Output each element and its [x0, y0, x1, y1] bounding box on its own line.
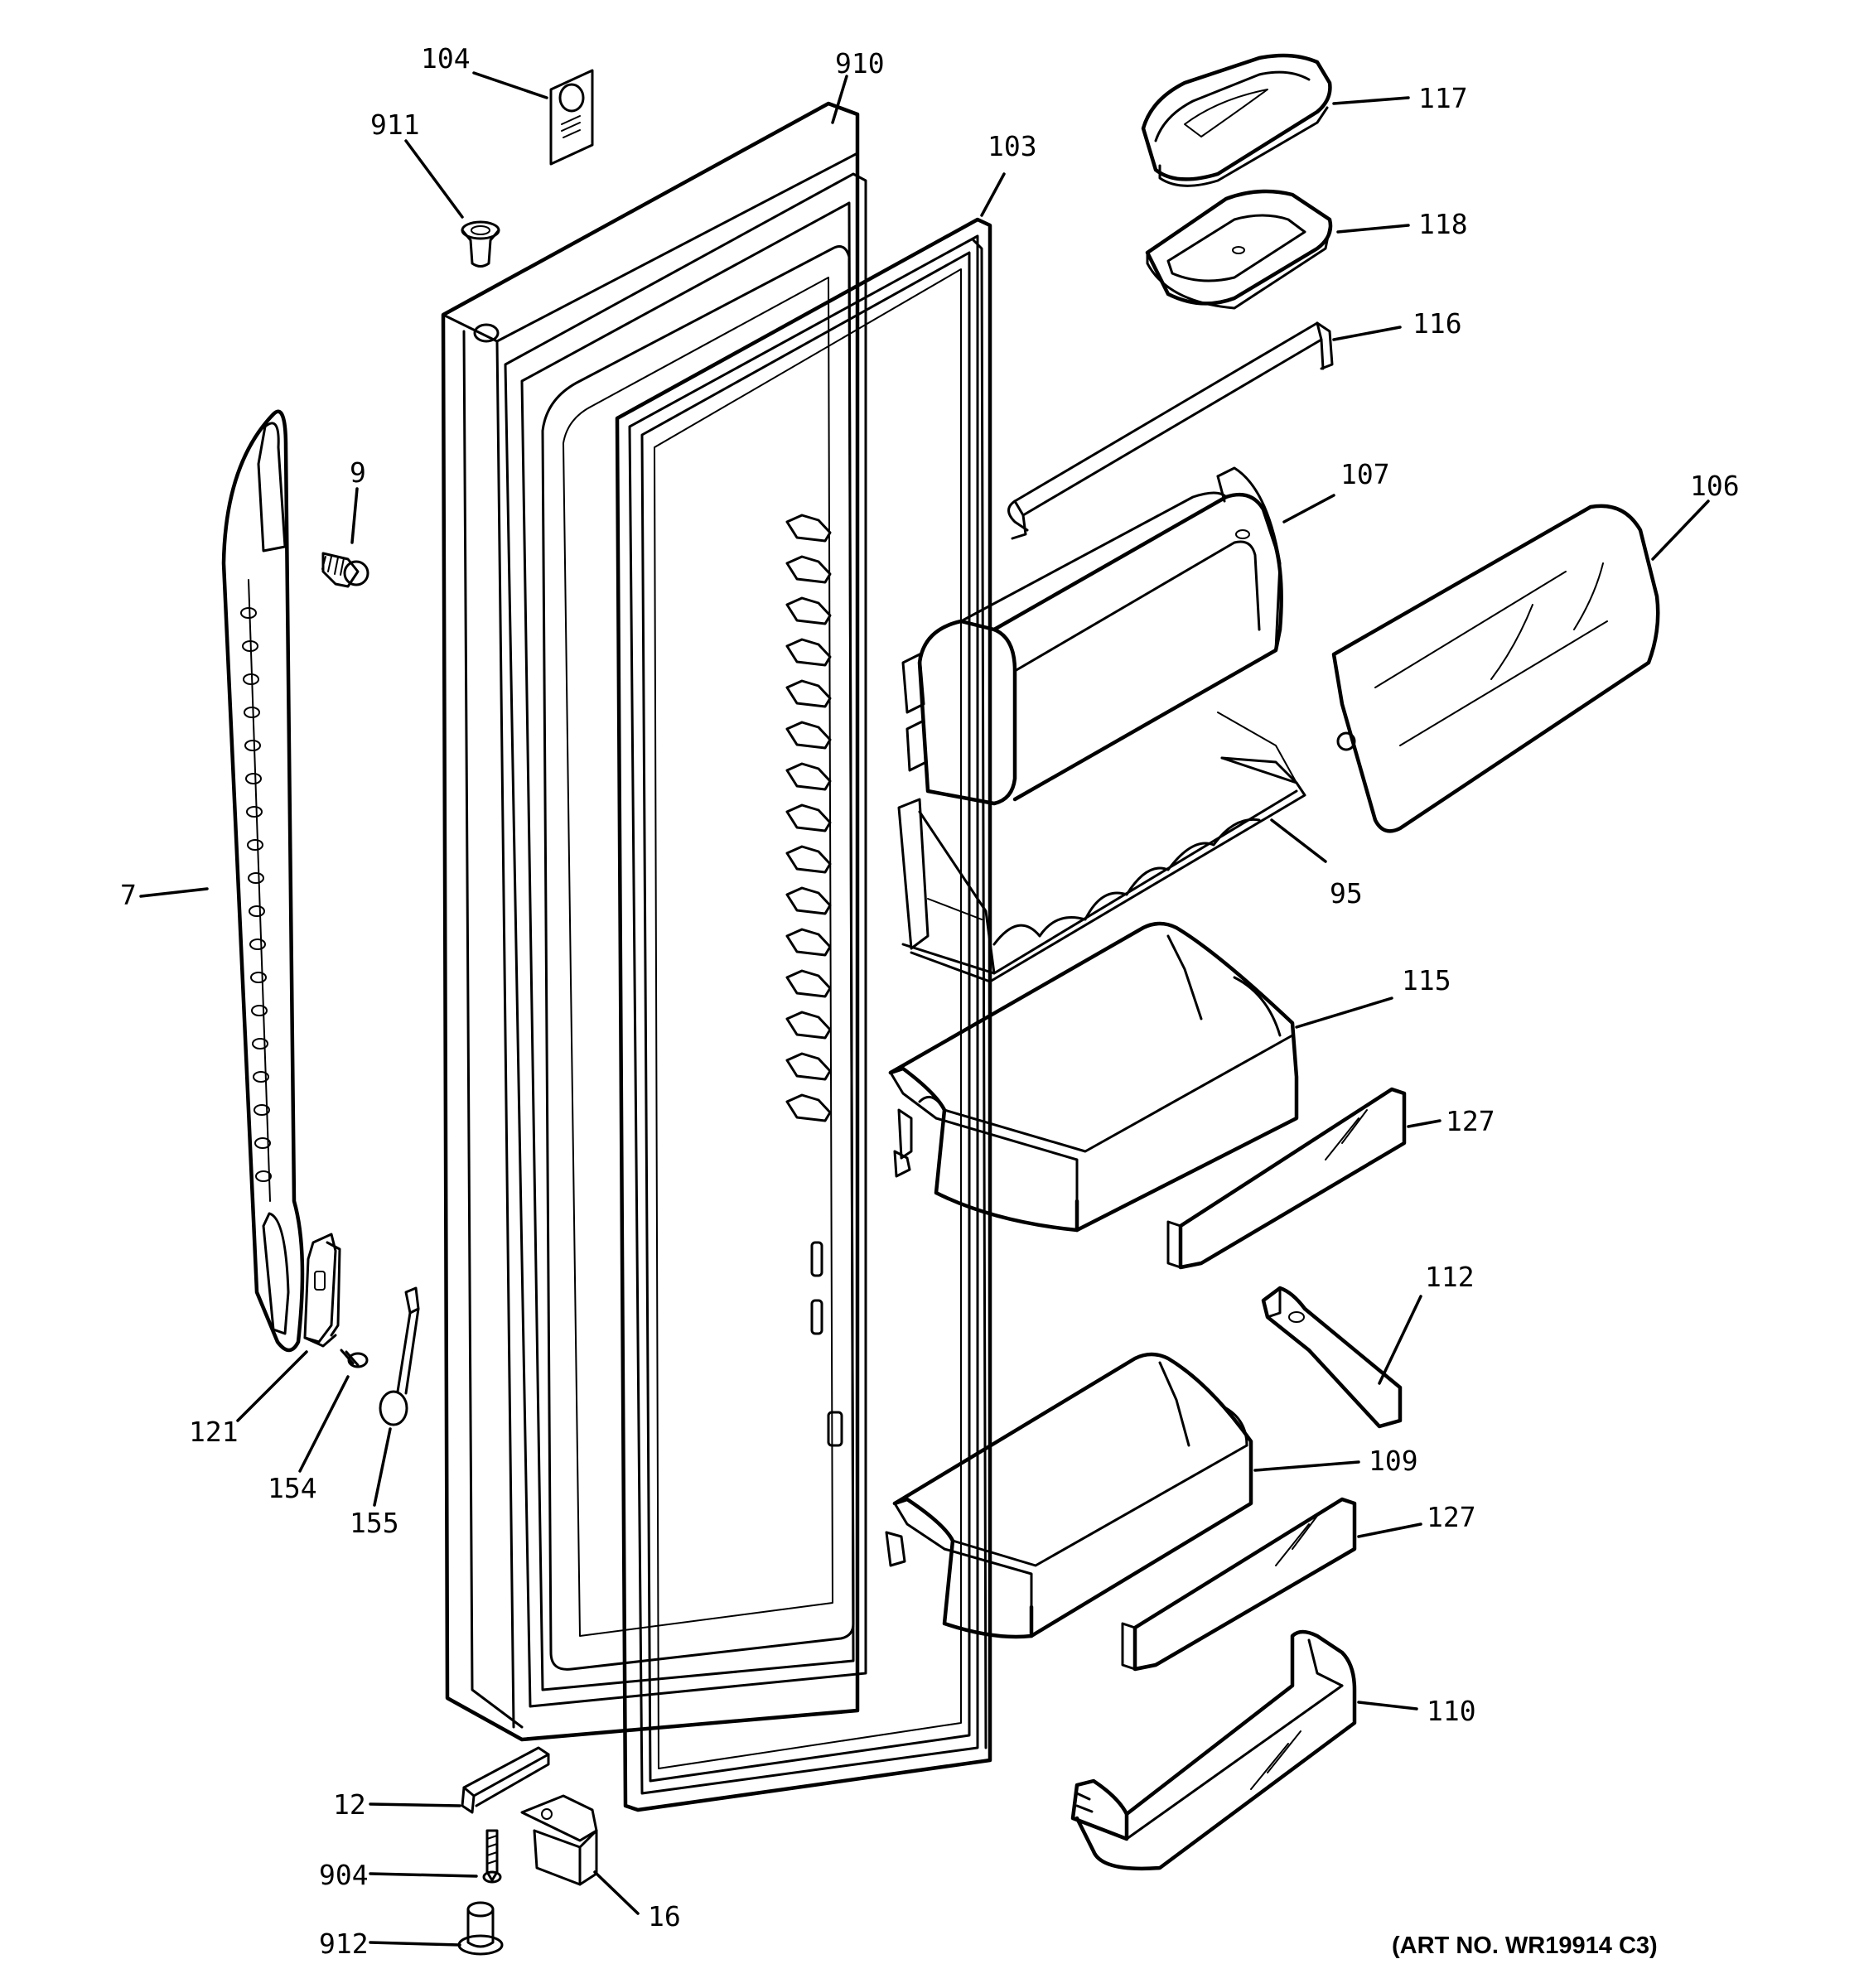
- label-95: 95: [1330, 877, 1363, 910]
- screw-904: [482, 1829, 502, 1884]
- bracket-121: [303, 1233, 341, 1348]
- label-103: 103: [988, 130, 1037, 162]
- label-155: 155: [350, 1507, 399, 1539]
- bin-107: [901, 466, 1283, 806]
- cover-117: [1141, 53, 1332, 187]
- label-12: 12: [333, 1788, 366, 1821]
- hinge-bracket-16: [520, 1794, 598, 1886]
- bin-109: [885, 1352, 1253, 1639]
- label-7: 7: [120, 879, 137, 911]
- label-16: 16: [648, 1900, 681, 1933]
- label-9: 9: [350, 456, 366, 489]
- label-121: 121: [189, 1416, 239, 1448]
- door-gasket-103: [615, 217, 992, 1812]
- tool-155: [379, 1286, 420, 1426]
- label-912: 912: [319, 1928, 369, 1960]
- label-115: 115: [1402, 964, 1451, 996]
- tray-118: [1145, 189, 1333, 310]
- bushing-911: [461, 220, 500, 268]
- bin-110: [1070, 1629, 1357, 1871]
- leader-lines: [139, 71, 1710, 1947]
- strip-127-upper: [1166, 1087, 1407, 1270]
- strip-127-lower: [1121, 1497, 1357, 1672]
- label-911: 911: [370, 109, 420, 141]
- label-112: 112: [1425, 1261, 1475, 1293]
- label-118: 118: [1418, 208, 1468, 240]
- door-panel-910: [441, 101, 867, 1742]
- handle-7: [221, 409, 305, 1353]
- divider-112: [1261, 1286, 1403, 1429]
- label-127-upper: 127: [1446, 1105, 1495, 1137]
- rail-116: [1007, 321, 1334, 540]
- cover-106: [1331, 504, 1660, 833]
- label-106: 106: [1690, 470, 1740, 502]
- hinge-plate-12: [461, 1746, 550, 1814]
- screw-154: [340, 1349, 369, 1368]
- screw-9: [321, 552, 369, 588]
- handle-texture: [240, 607, 272, 1182]
- label-109: 109: [1369, 1445, 1418, 1477]
- label-107: 107: [1340, 458, 1390, 490]
- label-110: 110: [1427, 1695, 1476, 1727]
- logo-badge-104: [549, 69, 594, 166]
- label-117: 117: [1418, 82, 1468, 114]
- label-104: 104: [421, 42, 471, 75]
- label-904: 904: [319, 1859, 369, 1891]
- shelf-lugs: [785, 514, 843, 1447]
- label-116: 116: [1412, 307, 1462, 340]
- bushing-912: [457, 1901, 504, 1956]
- label-154: 154: [268, 1472, 317, 1504]
- bin-115: [888, 921, 1299, 1233]
- part-labels: 104 910 911 103 117 118 116 107 106 9 7 …: [120, 42, 1740, 1960]
- art-number: (ART NO. WR19914 C3): [1392, 1933, 1658, 1959]
- wire-rack-95: [897, 712, 1306, 983]
- label-910: 910: [835, 47, 885, 80]
- label-127-lower: 127: [1427, 1501, 1476, 1533]
